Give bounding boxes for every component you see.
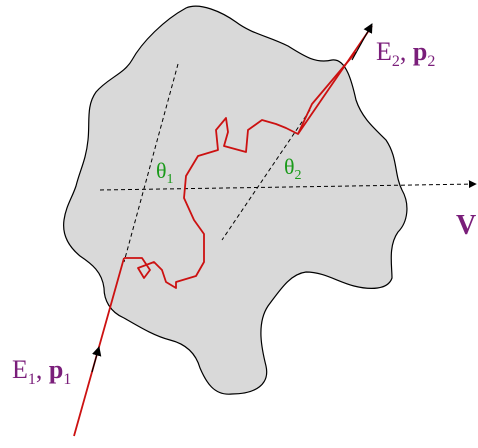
random-walk-path [124,51,357,289]
theta1-label: θ1 [156,158,174,187]
velocity-label: V [456,210,476,241]
outgoing-label: E2, p2 [376,37,435,70]
cloud-region [63,5,408,395]
outgoing-arrow [351,23,373,61]
normal-line-in [123,63,179,263]
incoming-arrow [91,346,102,373]
normal-line-out [221,109,311,241]
outgoing-track [297,25,373,135]
incoming-label: E1, p1 [12,355,71,388]
theta2-label: θ2 [284,154,302,183]
